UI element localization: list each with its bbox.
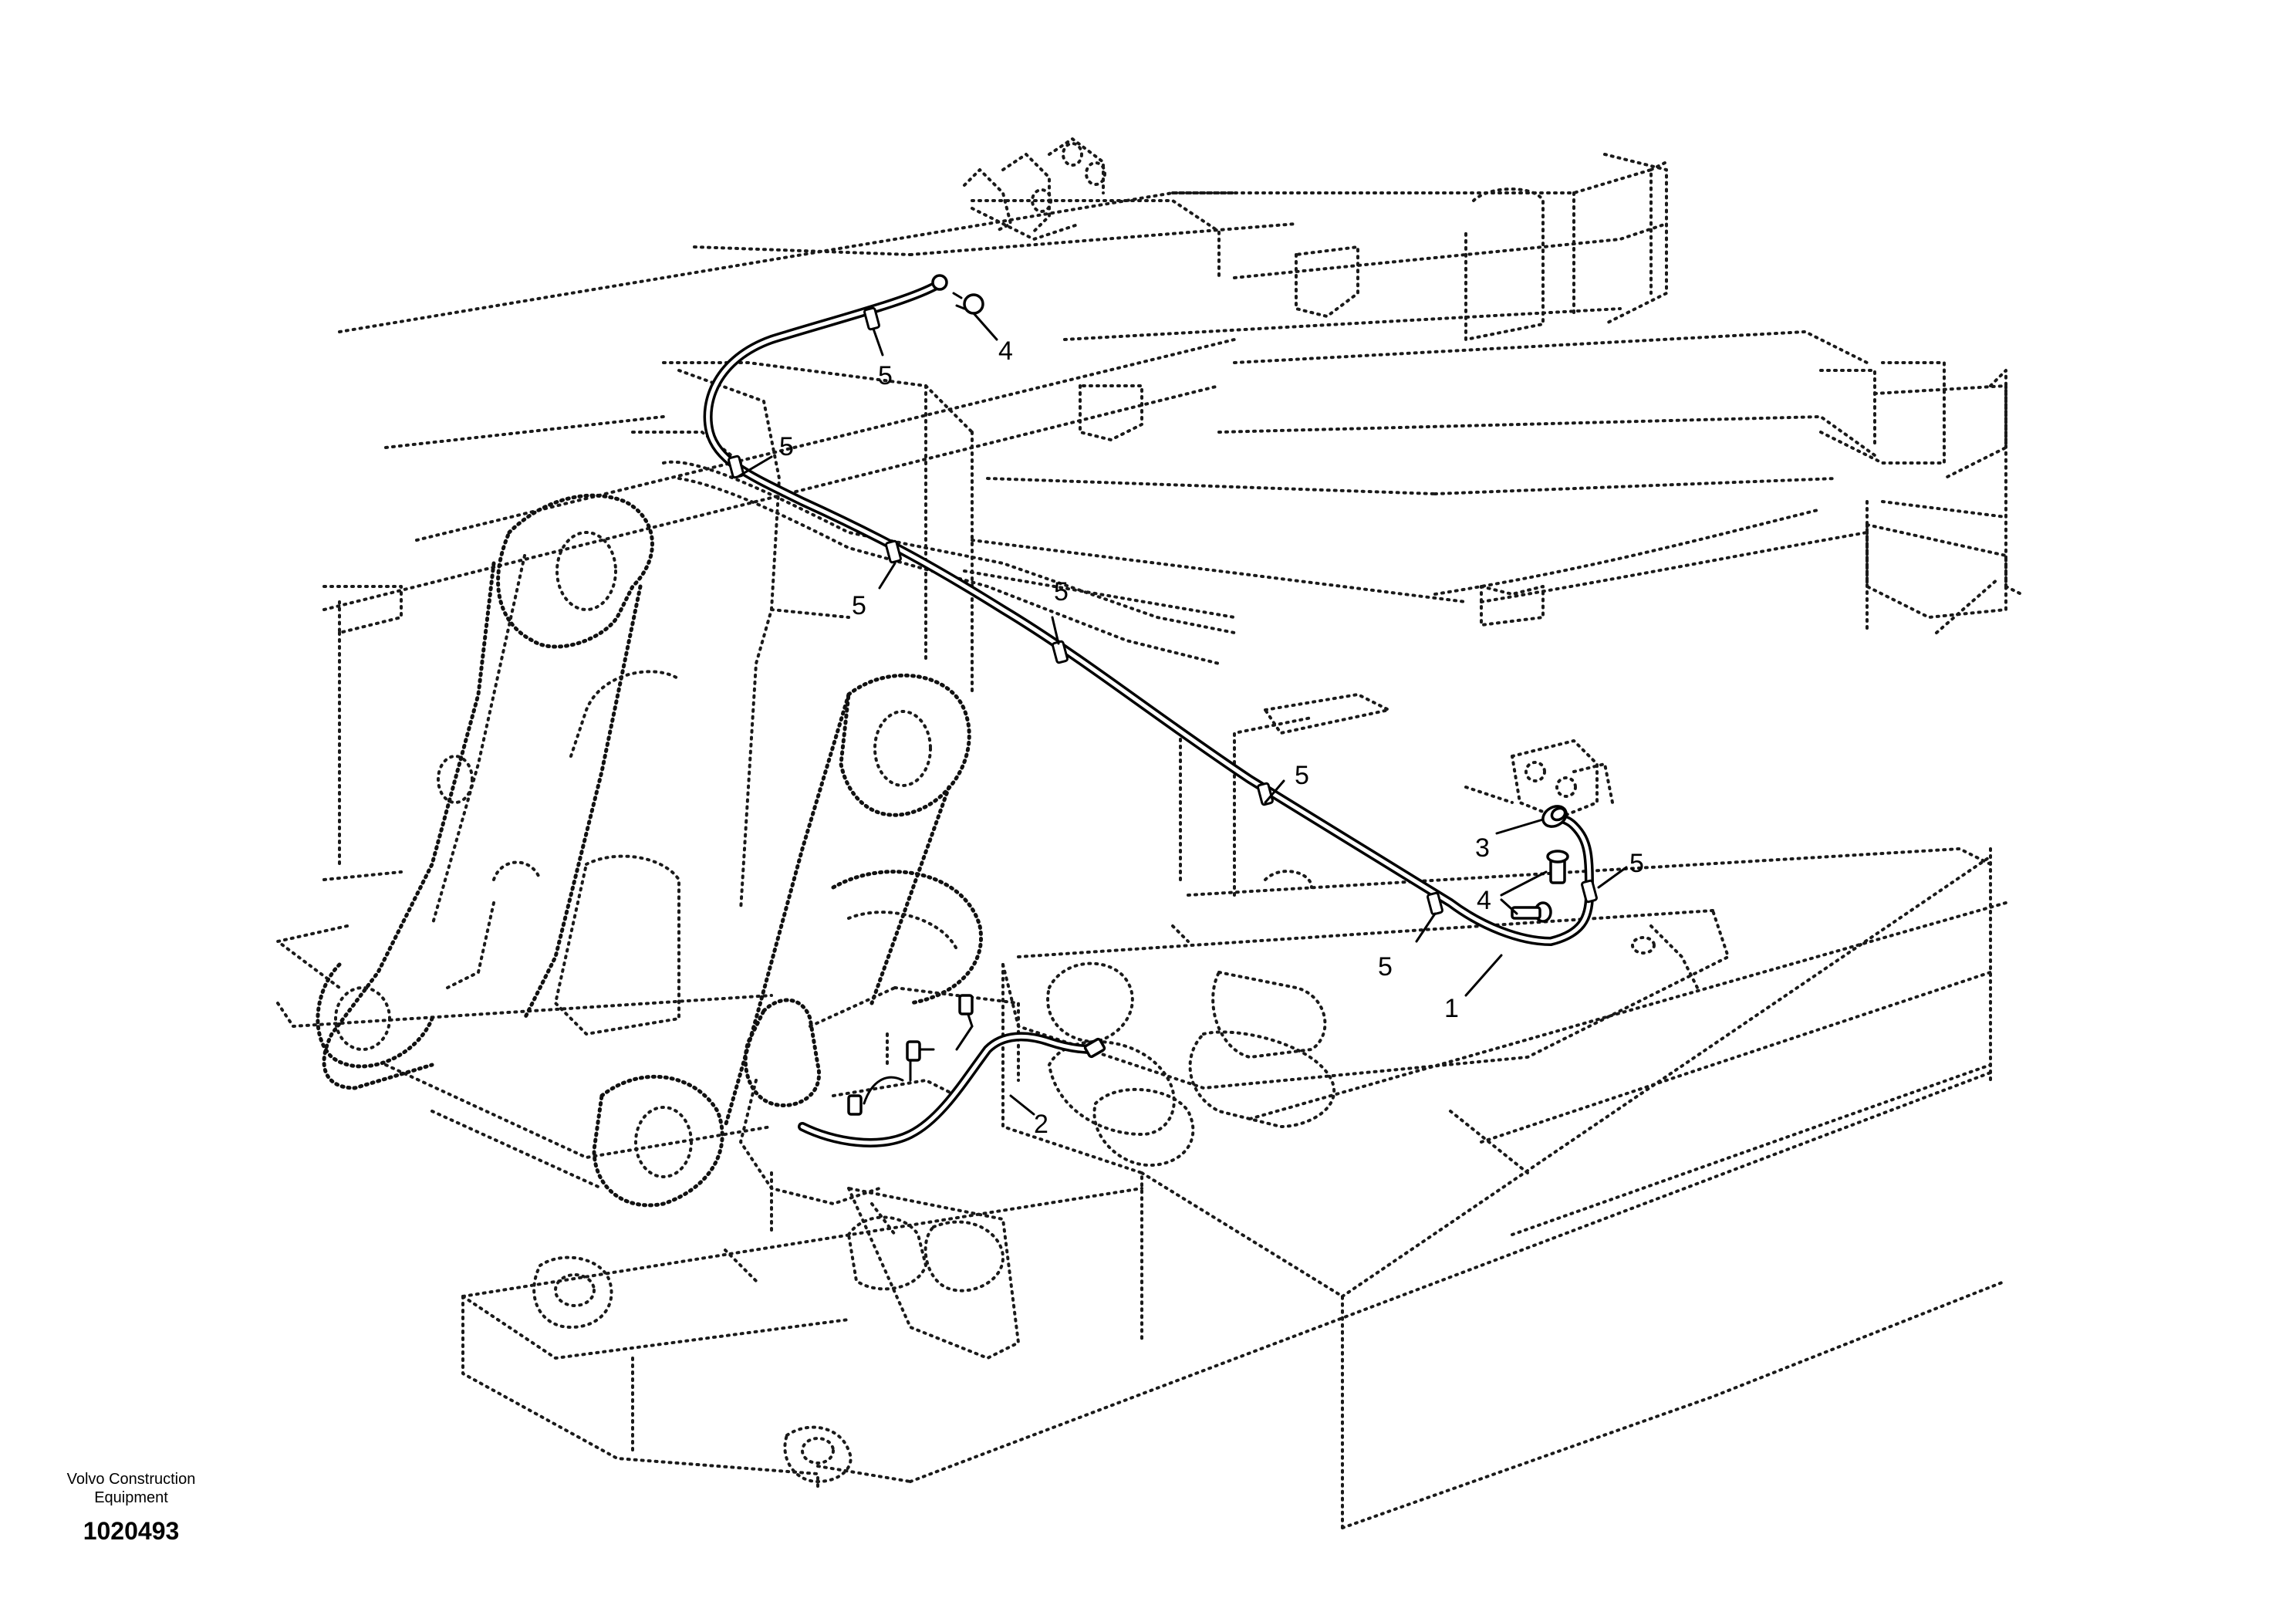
callout-5-mid-left: 5 <box>852 591 866 620</box>
callout-5-upper-left: 5 <box>779 432 794 461</box>
callout-5-far-right: 5 <box>1629 849 1644 878</box>
swing-motor-assembly <box>739 986 1020 1236</box>
callout-4-upper: 4 <box>998 336 1013 366</box>
lower-undercarriage-frame <box>461 847 2007 1529</box>
upper-frame-rails <box>322 153 2023 897</box>
swing-boom-bracket <box>316 361 1236 1208</box>
callout-1: 1 <box>1444 994 1459 1023</box>
leader-lines <box>736 312 1628 1116</box>
callout-5-right: 5 <box>1295 761 1309 790</box>
left-frame-rails <box>276 415 773 1190</box>
callout-3: 3 <box>1475 833 1490 863</box>
company-name-line-1: Volvo Construction <box>66 1471 196 1488</box>
callout-2: 2 <box>1034 1110 1048 1139</box>
part-2-harness <box>798 994 1106 1147</box>
part-3-connector <box>1541 805 1568 828</box>
part-1-cable <box>703 274 1594 946</box>
callout-5-mid: 5 <box>1054 577 1069 607</box>
part-4-bolt-upper <box>952 292 984 315</box>
part-5-clamps <box>728 306 1598 916</box>
right-valve-block <box>1464 739 1614 819</box>
top-valve-block <box>963 137 1106 241</box>
part-4-bolt-lower-b <box>1511 901 1552 923</box>
callout-5-lower: 5 <box>1378 952 1393 982</box>
callout-5-top: 5 <box>878 361 893 390</box>
drawing-number: 1020493 <box>83 1517 180 1545</box>
part-4-bolt-lower-a <box>1546 850 1569 884</box>
callout-labels: 1 2 3 4 4 5 5 5 5 5 5 5 <box>779 336 1644 1139</box>
callout-4-lower: 4 <box>1477 886 1491 915</box>
company-name-line-2: Equipment <box>94 1489 168 1506</box>
